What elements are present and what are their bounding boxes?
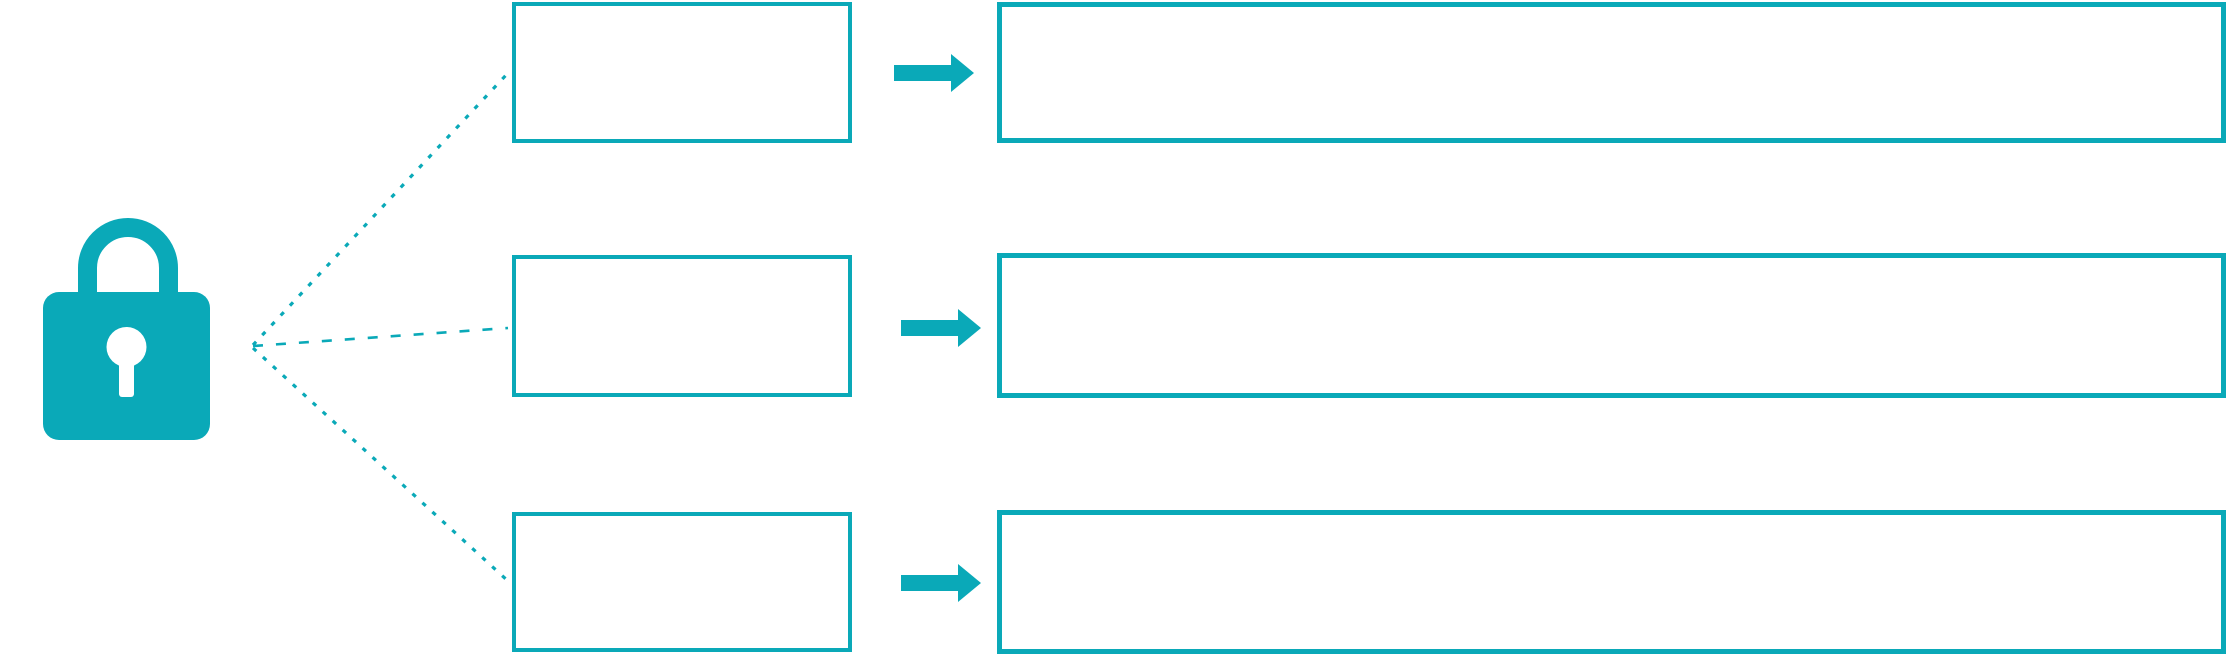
source-box	[512, 255, 852, 397]
source-box	[512, 512, 852, 652]
lock-shackle	[78, 218, 178, 300]
target-box	[997, 510, 2226, 654]
lock-keyhole-circle	[106, 327, 147, 367]
arrow-right-icon	[894, 54, 974, 92]
source-box	[512, 2, 852, 143]
target-box	[997, 253, 2226, 398]
arrow-right-icon	[901, 309, 981, 347]
target-box	[997, 2, 2226, 143]
lock-keyhole-stem	[119, 350, 134, 397]
arrow-right-icon	[901, 564, 981, 602]
